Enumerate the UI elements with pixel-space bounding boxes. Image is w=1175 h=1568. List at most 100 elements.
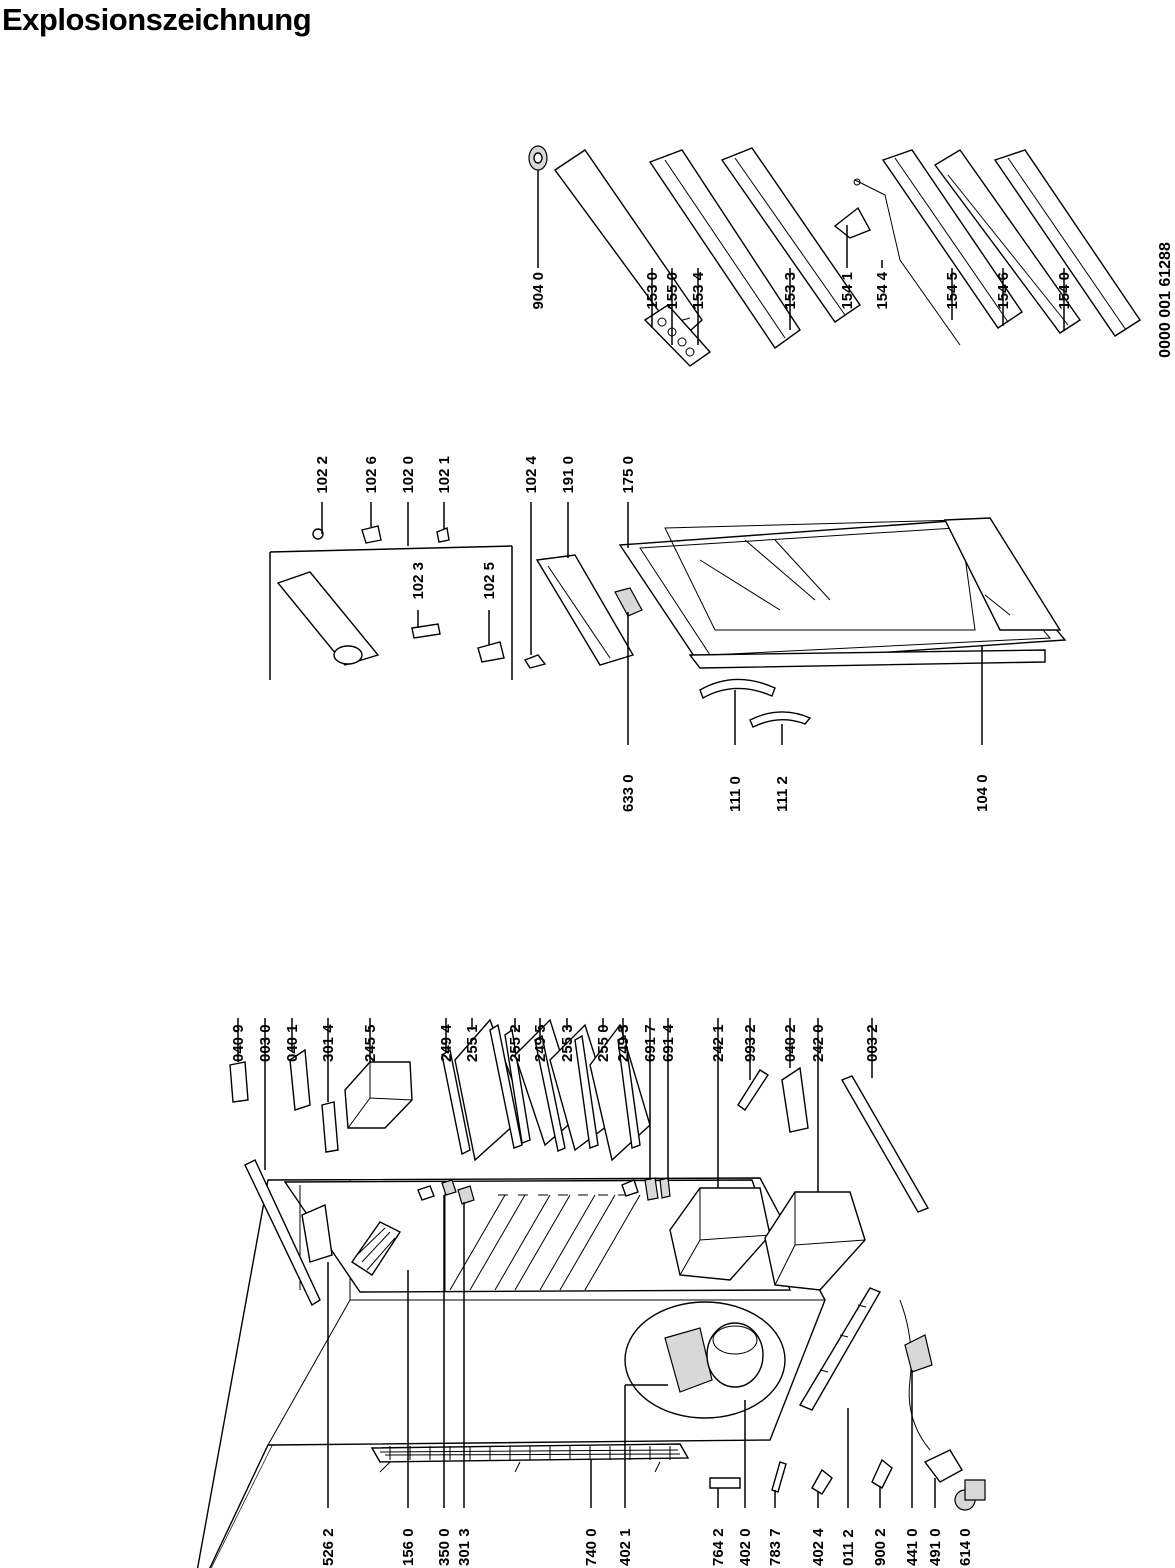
labels-upper-cabinet: 040 9 003 0 040 1 301 4 245 5 249 4 255 … xyxy=(230,1024,881,1062)
leader-lines-middle xyxy=(321,502,983,745)
strip-part xyxy=(244,1159,321,1307)
part-label: 153 3 xyxy=(782,272,799,310)
page-title: Explosionszeichnung xyxy=(2,2,312,37)
part-label: 691 4 xyxy=(660,1024,677,1062)
hinge-cover-part xyxy=(749,711,812,728)
cabinet-group xyxy=(196,1018,986,1568)
clip-part xyxy=(833,206,871,239)
door-shelf-part xyxy=(993,149,1141,337)
part-label: 111 2 xyxy=(774,776,791,812)
part-label: 153 4 xyxy=(690,271,707,309)
control-panel-part xyxy=(276,571,380,666)
part-label: 245 5 xyxy=(362,1024,379,1062)
small-part xyxy=(709,1477,741,1489)
control-box-group xyxy=(269,525,513,680)
part-label: 402 4 xyxy=(810,1528,827,1566)
evaporator-part xyxy=(351,1221,402,1276)
shelf-trim-part xyxy=(489,1023,523,1149)
compressor-part xyxy=(706,1322,764,1388)
leader-lines-upper-cabinet xyxy=(237,1018,873,1192)
part-label: 003 0 xyxy=(257,1024,274,1062)
part-label: 154 6 xyxy=(995,272,1012,310)
part-label: 740 0 xyxy=(583,1528,600,1566)
small-part xyxy=(737,1069,769,1111)
leader-lines-top-right xyxy=(537,170,1065,345)
part-label: 154 1 xyxy=(839,272,856,310)
part-label: 191 0 xyxy=(560,456,577,494)
part-label: 153 0 xyxy=(644,272,661,310)
labels-middle-bottom: 633 0 111 0 111 2 104 0 xyxy=(620,774,991,812)
small-part xyxy=(229,1061,249,1103)
part-label: 154 4 xyxy=(874,271,891,309)
part-label: 003 2 xyxy=(864,1024,881,1062)
part-label: 900 2 xyxy=(872,1528,889,1566)
part-label: 111 0 xyxy=(727,776,744,812)
relay-part xyxy=(664,1327,713,1393)
part-label: 764 2 xyxy=(710,1528,727,1566)
door-group xyxy=(523,517,1067,728)
part-label: 402 0 xyxy=(737,1528,754,1566)
part-label: 242 0 xyxy=(810,1024,827,1062)
plug-part xyxy=(923,1449,963,1483)
part-label: 102 6 xyxy=(363,456,380,494)
hinge-cover-part xyxy=(699,678,776,700)
part-label: 255 2 xyxy=(507,1024,524,1062)
part-label: 301 4 xyxy=(320,1024,337,1062)
part-label: 040 2 xyxy=(782,1024,799,1062)
part-label: 255 0 xyxy=(595,1024,612,1062)
part-label: 255 1 xyxy=(464,1024,481,1062)
part-label: 526 2 xyxy=(320,1528,337,1566)
shelf-trim-part xyxy=(441,1048,471,1156)
part-label: 102 4 xyxy=(523,455,540,493)
part-label: 249 3 xyxy=(615,1024,632,1062)
part-label: 011 2 xyxy=(840,1529,857,1566)
part-label: 154 5 xyxy=(944,272,961,310)
shelf-rail-part xyxy=(933,149,1081,334)
labels-middle-top: 102 2 102 6 102 0 102 1 102 4 191 0 175 … xyxy=(314,455,637,599)
part-label: 102 0 xyxy=(400,456,417,494)
part-label: 154 0 xyxy=(1056,272,1073,310)
cable-box-part xyxy=(904,1334,933,1373)
leader-lines-bottom-left xyxy=(327,1195,936,1508)
part-label: 441 0 xyxy=(904,1528,921,1566)
gasket-strip-part xyxy=(535,554,635,666)
part-label: 633 0 xyxy=(620,774,637,812)
base-rail-part xyxy=(798,1287,882,1411)
part-label: 102 3 xyxy=(410,562,427,600)
part-label: 491 0 xyxy=(927,1528,944,1566)
knob-part xyxy=(312,528,324,540)
part-label: 156 0 xyxy=(400,1528,417,1566)
part-label: 783 7 xyxy=(767,1528,784,1566)
part-label: 402 1 xyxy=(617,1528,634,1566)
part-label: 904 0 xyxy=(530,272,547,310)
door-shelf-group xyxy=(528,145,1141,367)
labels-top-right: 904 0 153 0 155 0 153 4 153 3 154 1 154 … xyxy=(530,271,1073,309)
door-shelf-part xyxy=(720,147,861,323)
part-label: 155 0 xyxy=(664,272,681,310)
switch-part xyxy=(614,587,643,617)
part-label: 104 0 xyxy=(974,774,991,812)
part-label: 249 5 xyxy=(532,1024,549,1062)
part-label: 102 2 xyxy=(314,456,331,494)
dairy-lid-part xyxy=(554,149,703,342)
strip-part xyxy=(840,1075,930,1213)
part-label: 249 4 xyxy=(438,1024,455,1062)
part-label: 691 7 xyxy=(642,1024,659,1062)
part-label: 040 1 xyxy=(284,1024,301,1062)
part-label: 102 1 xyxy=(436,456,453,494)
part-label: 614 0 xyxy=(957,1528,974,1566)
part-label: 040 9 xyxy=(230,1024,247,1062)
door-part xyxy=(618,519,1067,666)
part-label: 255 3 xyxy=(559,1024,576,1062)
part-label: 175 0 xyxy=(620,456,637,494)
part-label: 301 3 xyxy=(456,1528,473,1566)
part-label: 350 0 xyxy=(436,1528,453,1566)
door-shelf-part xyxy=(881,149,1023,329)
part-label: 102 5 xyxy=(481,562,498,600)
labels-bottom-cabinet: 526 2 156 0 350 0 301 3 740 0 402 1 764 … xyxy=(320,1528,974,1566)
part-label: 993 2 xyxy=(742,1024,759,1062)
document-number: 0000 001 61288 xyxy=(1157,242,1174,358)
small-part xyxy=(781,1066,809,1133)
part-label: 242 1 xyxy=(710,1024,727,1062)
